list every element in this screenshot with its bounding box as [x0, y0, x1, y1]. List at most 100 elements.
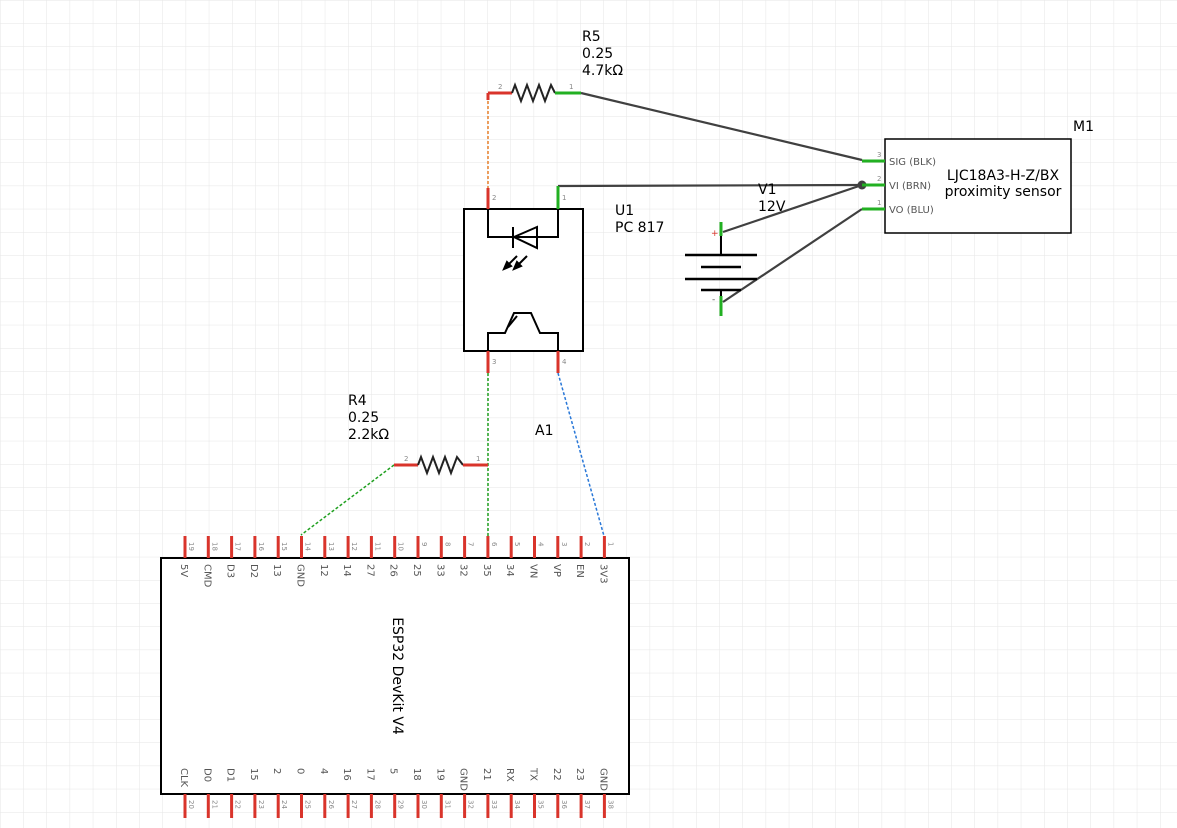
a1-name: ESP32 DevKit V4: [389, 617, 405, 735]
pin-number: 26: [327, 800, 335, 809]
pin-label: 14: [341, 564, 352, 577]
pin-label: 33: [434, 564, 445, 577]
pin-label: 22: [551, 768, 562, 781]
esp32-a1[interactable]: A1 ESP32 DevKit V4 195V18CMD17D316D21513…: [160, 423, 630, 818]
r5-pin2-number: 2: [498, 83, 502, 91]
a1-top-pin-8[interactable]: 833: [434, 536, 451, 577]
u1-pin2-number: 2: [492, 194, 496, 202]
pin-number: 2: [583, 542, 591, 546]
pin-label: 17: [364, 768, 375, 781]
wire-v1-minus-to-m1-vo[interactable]: [722, 208, 863, 303]
pin-label: 32: [458, 564, 469, 577]
optocoupler-u1[interactable]: 2 1 3 4 U1 PC 817: [463, 186, 664, 373]
v1-value: 12V: [758, 199, 786, 215]
pin-label: D3: [225, 564, 236, 578]
wire-v1-plus-to-m1-vi[interactable]: [722, 183, 863, 234]
pin-number: 33: [490, 800, 498, 809]
pin-number: 31: [443, 800, 451, 809]
a1-top-pin-6[interactable]: 635: [481, 536, 498, 577]
pin-number: 28: [373, 800, 381, 809]
a1-top-pin-4[interactable]: 4VN: [528, 536, 545, 578]
r4-ref: R4: [348, 393, 367, 409]
wire-u1-pin4-to-a1-3v3[interactable]: [557, 372, 605, 537]
pin-number: 15: [280, 542, 288, 551]
r5-power: 0.25: [582, 46, 613, 62]
u1-led-symbol: [487, 209, 559, 271]
a1-top-pin-3[interactable]: 3VP: [551, 536, 568, 577]
pin-label: 18: [411, 768, 422, 781]
pin-label: 19: [434, 768, 445, 781]
a1-bottom-pin-26[interactable]: 264: [318, 768, 335, 818]
u1-transistor-symbol: [487, 312, 559, 351]
a1-body: [160, 557, 630, 795]
a1-bottom-pin-24[interactable]: 242: [271, 768, 288, 818]
pin-label: GND: [458, 768, 469, 791]
pin-label: 13: [271, 564, 282, 577]
v1-cells: [685, 236, 757, 296]
resistor-r4[interactable]: 2 1 R4 0.25 2.2kΩ: [348, 393, 488, 476]
a1-bottom-pin-29[interactable]: 295: [388, 768, 405, 818]
pin-label: D0: [201, 768, 212, 782]
a1-top-pin-9[interactable]: 925: [411, 536, 428, 577]
pin-number: 11: [373, 542, 381, 551]
a1-bottom-pin-28[interactable]: 28 17: [364, 768, 381, 818]
pin-label: CMD: [201, 564, 212, 588]
pin-label: 15: [248, 768, 259, 781]
battery-v1[interactable]: + - V1 12V: [685, 182, 786, 316]
a1-top-pin-12[interactable]: 12 14: [341, 536, 358, 577]
pin-number: 12: [350, 542, 358, 551]
pin-label: VN: [528, 564, 539, 578]
r4-zigzag: [417, 454, 464, 476]
pin-number: 9: [420, 542, 428, 546]
pin-number: 24: [280, 800, 288, 809]
a1-top-pin-13[interactable]: 13 12: [318, 536, 335, 577]
m1-body: [884, 138, 1072, 234]
pin-label: 12: [318, 564, 329, 577]
pin-label: D1: [225, 768, 236, 782]
sensor-m1[interactable]: M1 LJC18A3-H-Z/BX proximity sensor 3 2 1…: [862, 119, 1094, 234]
pin-number: 34: [513, 800, 521, 809]
a1-top-pin-2[interactable]: 2EN: [574, 536, 591, 578]
pin-number: 13: [327, 542, 335, 551]
m1-pin-sig-number: 3: [877, 151, 881, 159]
a1-bottom-pin-25[interactable]: 250: [295, 768, 312, 818]
wire-u1-pin1-to-m1-vi[interactable]: [557, 183, 863, 188]
a1-bottom-pin-31[interactable]: 31 19: [434, 768, 451, 818]
m1-line2: proximity sensor: [945, 184, 1062, 200]
pin-label: GND: [597, 768, 608, 791]
wire-r5-to-m1-sig[interactable]: [580, 91, 863, 162]
wire-r4-to-a1-gnd[interactable]: [300, 464, 395, 536]
pin-label: 23: [574, 768, 585, 781]
pin-number: 3: [560, 542, 568, 546]
a1-bottom-pin-22[interactable]: 22 D1: [225, 768, 242, 818]
u1-pin3-number: 3: [492, 358, 496, 366]
wires: [300, 91, 867, 538]
a1-top-pin-7[interactable]: 732: [458, 536, 475, 577]
resistor-r5[interactable]: 2 1 R5 0.25 4.7kΩ: [486, 29, 623, 104]
a1-top-pin-5[interactable]: 534: [504, 536, 521, 577]
m1-pin-sig-name: SIG (BLK): [889, 157, 936, 168]
pin-number: 22: [234, 800, 242, 809]
